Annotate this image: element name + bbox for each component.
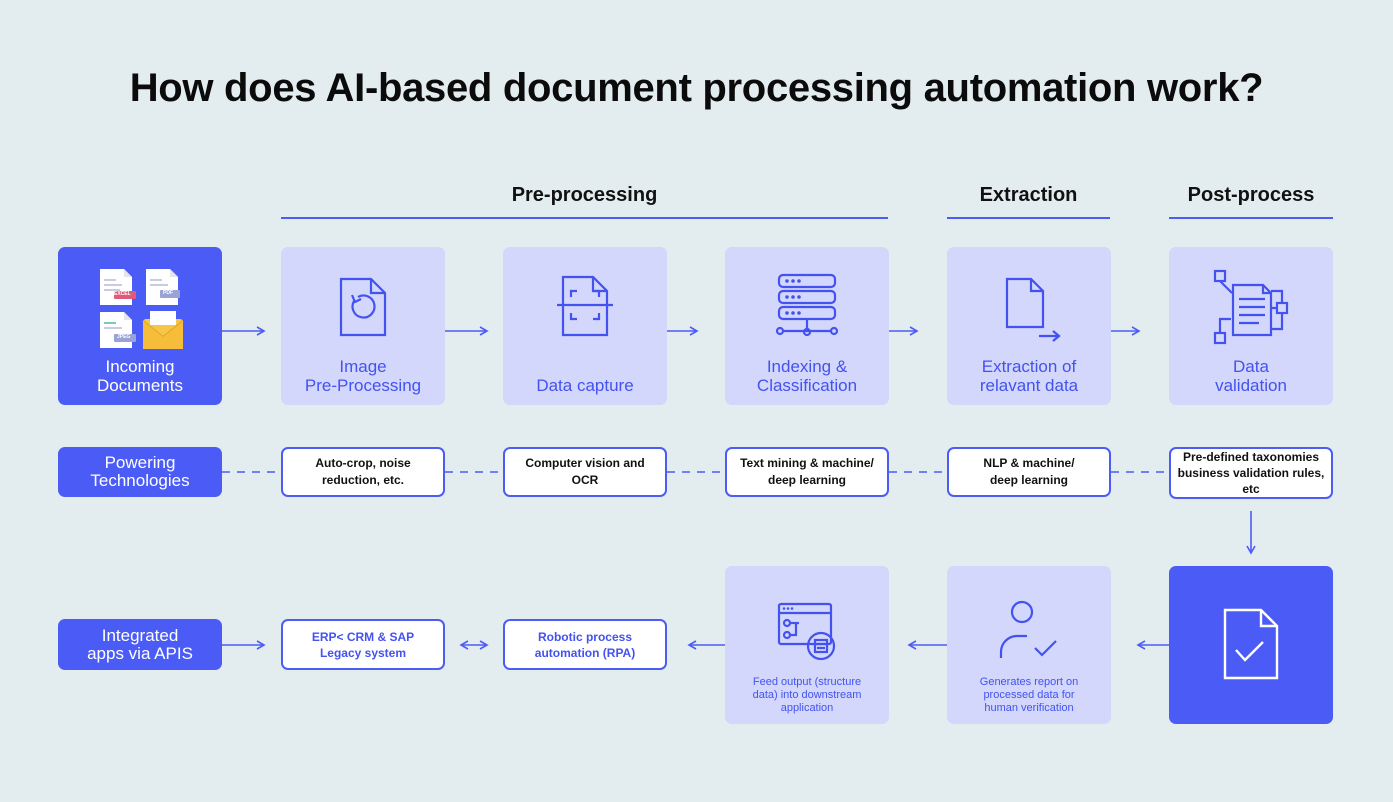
image-preprocessing-label: Image Pre-Processing [304, 357, 422, 395]
incoming-documents-label: Incoming Documents [97, 357, 183, 395]
data-validation-card: Data validation [1169, 247, 1333, 405]
tech-extraction: NLP & machine/ deep learning [947, 447, 1111, 497]
document-export-icon [1005, 277, 1061, 342]
section-extraction: Extraction [979, 184, 1078, 206]
indexing-card: Indexing & Classification [725, 247, 889, 405]
document-files-icon [100, 269, 184, 349]
jpeg-badge: JPEG [117, 334, 131, 340]
extraction-label: Extraction of relavant data [979, 357, 1079, 395]
document-network-icon [1213, 269, 1289, 345]
section-preprocessing-rule [281, 217, 888, 219]
report-card: Generates report on processed data for h… [947, 566, 1111, 724]
data-validation-label: Data validation [1215, 357, 1287, 395]
document-refresh-icon [339, 277, 387, 337]
indexing-label: Indexing & Classification [756, 357, 858, 395]
section-postprocess-rule [1169, 217, 1333, 219]
section-preprocessing: Pre-processing [511, 184, 658, 206]
tech-image-preprocessing: Auto-crop, noise reduction, etc. [281, 447, 445, 497]
user-check-icon [999, 600, 1057, 658]
server-database-icon [775, 273, 839, 337]
report-label: Generates report on processed data for h… [979, 676, 1079, 714]
feed-output-label: Feed output (structure data) into downst… [752, 676, 862, 714]
page-title: How does AI-based document processing au… [129, 66, 1264, 110]
image-preprocessing-card: Image Pre-Processing [281, 247, 445, 405]
integrated-apps-label: Integrated apps via APIS [58, 619, 222, 670]
browser-settings-icon [777, 602, 836, 661]
scan-document-icon [557, 275, 613, 337]
erp-crm-sap-box: ERP< CRM & SAP Legacy system [281, 619, 445, 670]
feed-output-card: Feed output (structure data) into downst… [725, 566, 889, 724]
tech-data-capture: Computer vision and OCR [503, 447, 667, 497]
powering-technologies-label: Powering Technologies [58, 447, 222, 497]
pdf-badge: PDF [163, 290, 173, 296]
document-check-icon [1223, 608, 1279, 680]
tech-indexing: Text mining & machine/ deep learning [725, 447, 889, 497]
verified-document-card [1169, 566, 1333, 724]
tech-validation: Pre-defined taxonomies business validati… [1169, 447, 1333, 499]
data-capture-card: Data capture [503, 247, 667, 405]
section-postprocess: Post-process [1187, 184, 1315, 206]
excel-badge: EXCEL [114, 291, 131, 297]
rpa-box: Robotic process automation (RPA) [503, 619, 667, 670]
section-extraction-rule [947, 217, 1110, 219]
extraction-card: Extraction of relavant data [947, 247, 1111, 405]
data-capture-label: Data capture [536, 376, 634, 395]
incoming-documents-card: EXCEL PDF JPEG Incoming Documents [58, 247, 222, 405]
